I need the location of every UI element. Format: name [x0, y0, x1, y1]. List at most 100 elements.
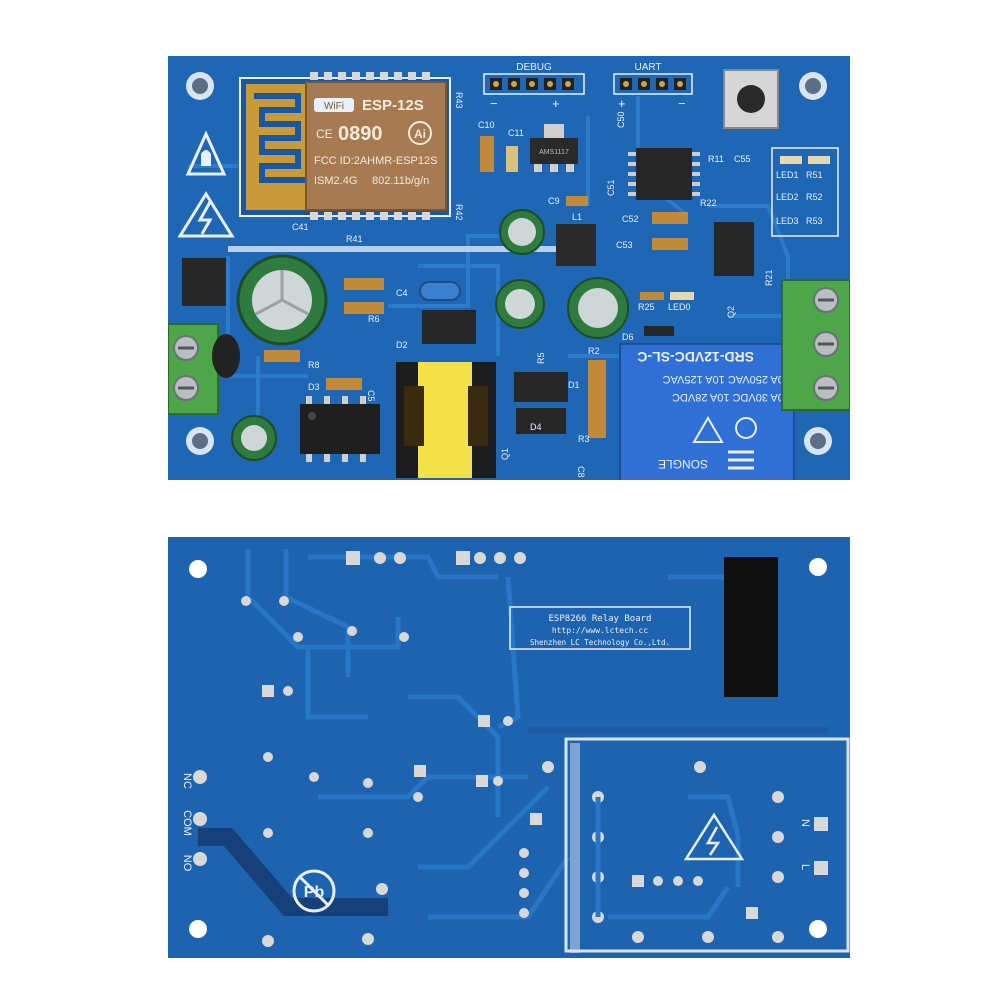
label-c8: C8: [576, 466, 586, 478]
diode-d4-package: [516, 408, 566, 434]
mains-input-pads: [814, 817, 828, 875]
label-r11: R11: [708, 154, 724, 164]
label-d2: D2: [396, 340, 408, 350]
relay-rating-ac: 10A 250VAC 10A 125VAC: [663, 373, 790, 385]
relay-output-labels: NC COM NO: [181, 773, 193, 872]
pcb-top-side: WiFi ESP-12S CE 0890 Ai FCC ID:2AHMR-ESP…: [167, 56, 851, 483]
label-r25: R25: [638, 302, 655, 312]
diode-d6: [644, 326, 674, 336]
mounting-holes-bottom: [189, 558, 827, 938]
power-input-terminal[interactable]: [167, 323, 219, 415]
label-r52: R52: [806, 192, 823, 202]
label-d1: D1: [568, 380, 580, 390]
label-no: NO: [181, 855, 193, 872]
optocoupler-chip: [714, 222, 754, 276]
uart-minus-mark: −: [678, 96, 686, 111]
label-l1: L1: [572, 212, 582, 222]
module-wifi-logo: WiFi: [324, 101, 344, 112]
label-c41: C41: [292, 222, 309, 232]
lead-free-icon: Pb: [292, 869, 336, 913]
uart-header[interactable]: UART + −: [613, 62, 693, 111]
capacitor-c5: [326, 378, 362, 390]
mounting-holes-top: [186, 72, 832, 455]
header-solder-pads: [346, 551, 526, 565]
resistor-r8: [264, 350, 300, 362]
pcb-bottom-traces: [245, 549, 728, 920]
relay-rating-dc: 10A 30VDC 10A 28VDC: [672, 391, 790, 403]
label-d3: D3: [308, 382, 320, 392]
capacitor-c11: [506, 146, 518, 172]
relay-cqc-mark-icon: [735, 417, 757, 439]
relay-model-label: SRD-12VDC-SL-C: [637, 349, 754, 365]
resistor-r25: [640, 292, 664, 300]
debug-header[interactable]: DEBUG − +: [483, 62, 585, 111]
module-band: ISM2.4G: [314, 175, 357, 187]
esd-warning-icon: [185, 130, 227, 176]
label-r42: R42: [454, 204, 464, 221]
reset-button[interactable]: [723, 69, 779, 129]
label-c52: C52: [622, 214, 639, 224]
relay-songle: SRD-12VDC-SL-C 10A 250VAC 10A 125VAC 10A…: [619, 343, 795, 483]
label-led0: LED0: [668, 302, 691, 312]
label-led3: LED3: [776, 216, 799, 226]
label-c51: C51: [606, 179, 616, 196]
label-c11: C11: [508, 128, 524, 138]
label-com: COM: [181, 810, 193, 836]
label-r2: R2: [588, 346, 600, 356]
label-nc: NC: [181, 773, 193, 789]
led0: [670, 292, 694, 300]
label-r51: R51: [806, 170, 823, 180]
capacitor-c10: [480, 136, 494, 172]
label-r43: R43: [454, 92, 464, 109]
label-n: N: [799, 819, 811, 827]
label-r21: R21: [764, 269, 774, 286]
relay-output-pads: [193, 770, 207, 866]
label-r41: R41: [346, 234, 363, 244]
electrolytic-capacitor-small: [231, 415, 277, 461]
capacitor-c52: [652, 212, 688, 224]
label-d6: D6: [622, 332, 634, 342]
lead-free-label: Pb: [304, 884, 325, 901]
module-model-label: ESP-12S: [362, 97, 424, 114]
esp12s-module: WiFi ESP-12S CE 0890 Ai FCC ID:2AHMR-ESP…: [239, 72, 451, 220]
component-solder-pads: [241, 596, 554, 947]
inductor-l1: L1: [556, 212, 596, 266]
label-r8: R8: [308, 360, 320, 370]
high-voltage-icon: [177, 191, 235, 238]
module-cert-number: 0890: [338, 123, 383, 145]
high-current-trace: [198, 828, 388, 916]
debug-header-label: DEBUG: [516, 62, 552, 73]
label-d4: D4: [530, 422, 542, 432]
ce-mark-icon: CE: [316, 127, 333, 141]
electrolytic-capacitor-right: [567, 277, 629, 339]
switching-transformer: [396, 362, 496, 478]
label-c9: C9: [548, 196, 560, 206]
uart-plus-mark: +: [618, 96, 626, 111]
capacitor-c9: [566, 196, 588, 206]
label-ldo: AMS1117: [539, 149, 569, 156]
led-indicator-group: LED1 R51 LED2 R52 LED3 R53: [771, 147, 839, 237]
board-company: Shenzhen LC Technology Co.,Ltd.: [530, 638, 670, 647]
debug-minus-mark: −: [490, 96, 498, 111]
common-mode-choke: [212, 334, 240, 378]
module-fcc-id: FCC ID:2AHMR-ESP12S: [314, 155, 437, 167]
label-q2: Q2: [726, 306, 736, 318]
label-led2: LED2: [776, 192, 799, 202]
board-url: http://www.lctech.cc: [552, 626, 649, 635]
label-r5: R5: [536, 352, 546, 364]
label-led1: LED1: [776, 170, 799, 180]
label-c4: C4: [396, 288, 408, 298]
shock-hazard-icon: [683, 812, 745, 861]
label-r53: R53: [806, 216, 823, 226]
electrolytic-capacitor-main: [236, 254, 328, 346]
module-protocol: 802.11b/g/n: [372, 175, 429, 187]
board-info-label: ESP8266 Relay Board http://www.lctech.cc…: [509, 606, 691, 650]
module-castellated-pins: [310, 72, 430, 220]
label-c55: C55: [734, 154, 751, 164]
resistor-r2: [588, 360, 606, 438]
relay-output-terminal[interactable]: [781, 279, 851, 411]
electrolytic-capacitor-mid: [495, 279, 545, 329]
relay-songle-logo-icon: [728, 450, 754, 470]
capacitor-c4: [419, 281, 461, 301]
label-q1: Q1: [500, 448, 510, 460]
